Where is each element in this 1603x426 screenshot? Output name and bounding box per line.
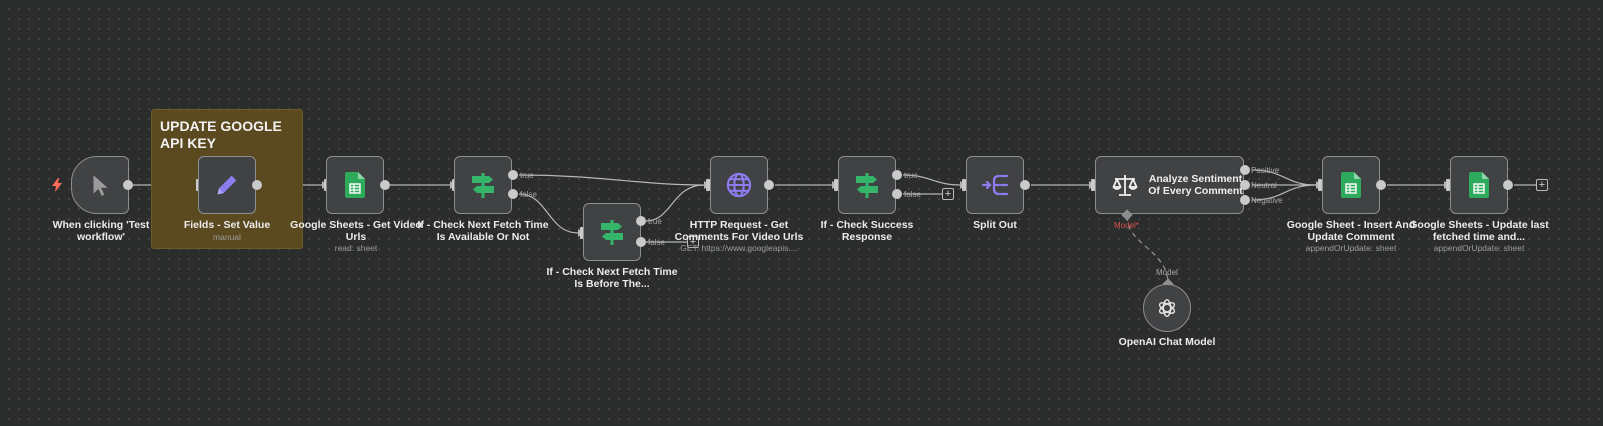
node-label: If - Check Next Fetch Time Is Available … — [417, 219, 549, 243]
node-google-sheets-get[interactable] — [326, 156, 384, 214]
output-handle[interactable] — [764, 180, 774, 190]
output-handle[interactable] — [252, 180, 262, 190]
split-icon — [981, 174, 1009, 196]
pencil-icon — [217, 175, 237, 195]
add-node-button[interactable]: + — [942, 188, 954, 200]
scale-icon — [1112, 175, 1138, 196]
port-label-true: true — [904, 171, 918, 180]
google-sheets-icon — [1469, 172, 1489, 198]
node-subtitle: manual — [213, 232, 241, 242]
node-label: Google Sheet - Insert And Update Comment — [1286, 219, 1416, 243]
node-if-check-before[interactable] — [583, 203, 641, 261]
edge-iffetch-true-http — [518, 174, 705, 186]
output-handle-positive[interactable] — [1240, 165, 1250, 175]
node-subtitle: appendOrUpdate: sheet — [1305, 243, 1397, 253]
input-handle[interactable] — [834, 179, 838, 191]
port-label-positive: Positive — [1251, 166, 1280, 175]
port-label-false: false — [648, 238, 665, 247]
port-label-model-required: Model* — [1114, 221, 1139, 230]
sticky-note-text: UPDATE GOOGLE API KEY — [160, 118, 282, 151]
input-handle[interactable] — [962, 179, 966, 191]
node-label: HTTP Request - Get Comments For Video Ur… — [674, 219, 804, 243]
output-handle-false[interactable] — [892, 189, 902, 199]
port-label-false: false — [520, 190, 537, 199]
add-node-button[interactable]: + — [1536, 179, 1548, 191]
node-label: When clicking 'Test workflow' — [52, 219, 150, 243]
node-google-sheets-update[interactable] — [1450, 156, 1508, 214]
output-handle-true[interactable] — [892, 170, 902, 180]
input-handle[interactable] — [706, 179, 710, 191]
edge-ifbefore-true-http — [645, 184, 705, 222]
node-subtitle: read: sheet — [334, 243, 378, 253]
output-handle-true[interactable] — [636, 216, 646, 226]
signpost-icon — [472, 173, 494, 198]
output-handle[interactable] — [1376, 180, 1386, 190]
node-sentiment-analysis[interactable]: Analyze Sentiment Of Every Comment — [1095, 156, 1244, 214]
node-openai-chat-model[interactable] — [1143, 284, 1191, 332]
globe-icon — [726, 172, 752, 198]
lightning-icon — [52, 178, 62, 192]
output-handle-false[interactable] — [508, 189, 518, 199]
output-handle-false[interactable] — [636, 237, 646, 247]
add-node-button[interactable]: + — [687, 236, 699, 248]
node-label: Google Sheets - Update last fetched time… — [1409, 219, 1549, 243]
node-label: If - Check Next Fetch Time Is Before The… — [546, 266, 678, 290]
port-label-model: Model — [1156, 268, 1178, 277]
node-if-check-next-fetch[interactable] — [454, 156, 512, 214]
node-if-check-success[interactable] — [838, 156, 896, 214]
node-label: Google Sheets - Get Video Urls — [290, 219, 422, 243]
output-handle[interactable] — [1503, 180, 1513, 190]
node-fields-set-value[interactable] — [198, 156, 256, 214]
node-subtitle: GET: https://www.googleapis.... — [680, 243, 798, 253]
google-sheets-icon — [345, 172, 365, 198]
input-handle[interactable] — [1318, 179, 1322, 191]
output-handle[interactable] — [380, 180, 390, 190]
output-handle[interactable] — [1020, 180, 1030, 190]
output-handle-neutral[interactable] — [1240, 180, 1250, 190]
node-label: Analyze Sentiment Of Every Comment — [1148, 173, 1243, 197]
port-label-neutral: Neutral — [1251, 181, 1277, 190]
node-subtitle: appendOrUpdate: sheet — [1433, 243, 1525, 253]
input-handle[interactable] — [1446, 179, 1450, 191]
output-handle-negative[interactable] — [1240, 195, 1250, 205]
port-label-negative: Negative — [1251, 196, 1283, 205]
port-label-false: false — [904, 190, 921, 199]
google-sheets-icon — [1341, 172, 1361, 198]
openai-icon — [1158, 299, 1176, 317]
node-label: Split Out — [973, 219, 1017, 231]
cursor-icon — [93, 175, 108, 196]
node-split-out[interactable] — [966, 156, 1024, 214]
node-http-request[interactable] — [710, 156, 768, 214]
node-label: OpenAI Chat Model — [1118, 336, 1216, 348]
node-label: If - Check Success Response — [820, 219, 914, 243]
port-label-true: true — [648, 217, 662, 226]
node-manual-trigger[interactable] — [71, 156, 129, 214]
signpost-icon — [856, 173, 878, 198]
output-handle-true[interactable] — [508, 170, 518, 180]
output-handle[interactable] — [123, 180, 133, 190]
node-label: Fields - Set Value — [183, 219, 271, 231]
input-handle[interactable] — [580, 227, 584, 239]
signpost-icon — [601, 220, 623, 245]
input-handle[interactable] — [1091, 179, 1095, 191]
node-google-sheet-insert[interactable] — [1322, 156, 1380, 214]
port-label-true: true — [520, 171, 534, 180]
